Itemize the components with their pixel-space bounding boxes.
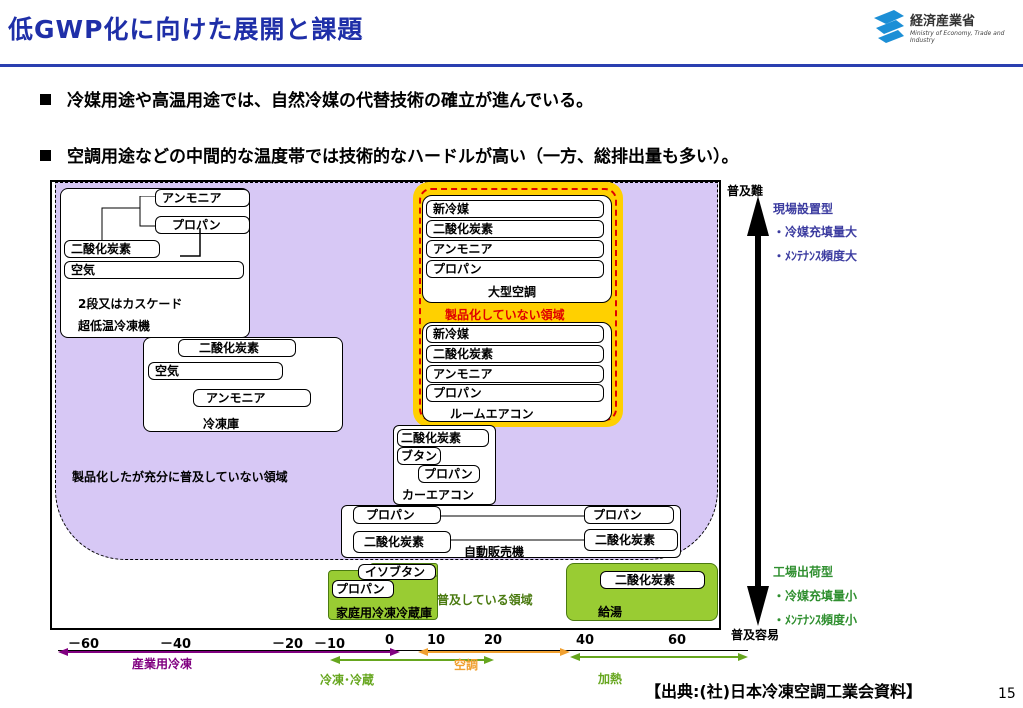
- ac-range-label: 空調: [454, 658, 479, 672]
- heating-range-arrow: [570, 653, 748, 661]
- logo-text: 経済産業省: [910, 14, 976, 29]
- vending-left-co2: 二酸化炭素: [353, 531, 451, 553]
- room-ac-propane: プロパン: [426, 384, 604, 402]
- cold-storage-ammonia: アンモニア: [193, 389, 311, 407]
- room-ac-co2: 二酸化炭素: [426, 345, 604, 363]
- large-ac-ammonia: アンモニア: [426, 240, 604, 258]
- vending-connectors: [440, 515, 585, 541]
- cold-range-arrow: [330, 656, 494, 664]
- cascade-label: 2段又はカスケード: [78, 297, 183, 311]
- range-arrows: [58, 648, 748, 664]
- easy-to-spread-label: 普及容易: [731, 628, 780, 642]
- tick-minus-20: －20: [272, 637, 304, 652]
- factory-type-label: 工場出荷型: [773, 565, 834, 579]
- hot-water-label: 給湯: [598, 605, 623, 619]
- household-isobutane: イソブタン: [358, 564, 436, 580]
- page-title: 低GWP化に向けた展開と課題: [8, 15, 364, 44]
- title-underline: [0, 64, 1023, 67]
- onsite-type-label: 現場設置型: [773, 202, 834, 216]
- room-ac-ammonia: アンモニア: [426, 365, 604, 383]
- ac-range-arrow: [418, 648, 570, 656]
- tick-minus-60: －60: [68, 637, 100, 652]
- industrial-range-arrow: [58, 648, 400, 656]
- hot-water-co2: 二酸化炭素: [600, 571, 705, 589]
- heating-range-label: 加熱: [598, 672, 623, 686]
- not-commercialized-label: 製品化していない領域: [445, 308, 565, 322]
- room-ac-new-refrigerant: 新冷媒: [426, 325, 604, 343]
- large-ac-co2: 二酸化炭素: [426, 220, 604, 238]
- cold-range-label: 冷凍･冷蔵: [320, 673, 375, 687]
- tick-20: 20: [484, 633, 503, 648]
- large-ac-propane: プロパン: [426, 260, 604, 278]
- page-number: 15: [998, 686, 1016, 702]
- factory-point-2: ・ﾒﾝﾃﾅﾝｽ頻度小: [773, 613, 858, 627]
- tick-40: 40: [576, 633, 595, 648]
- cold-storage-co2: 二酸化炭素: [178, 339, 296, 357]
- car-ac-propane: プロパン: [418, 465, 480, 483]
- tick-10: 10: [427, 633, 446, 648]
- large-ac-new-refrigerant: 新冷媒: [426, 200, 604, 218]
- vending-right-co2: 二酸化炭素: [584, 529, 678, 551]
- ultra-low-freezer-label: 超低温冷凍機: [78, 319, 151, 333]
- household-label: 家庭用冷凍冷蔵庫: [336, 606, 433, 620]
- room-ac-label: ルームエアコン: [450, 407, 534, 421]
- car-ac-co2: 二酸化炭素: [397, 429, 489, 447]
- onsite-point-2: ・ﾒﾝﾃﾅﾝｽ頻度大: [773, 249, 858, 263]
- logo-subtitle: Ministry of Economy, Trade and Industry: [910, 30, 1005, 44]
- hard-to-spread-label: 普及難: [727, 184, 764, 198]
- difficulty-arrow: [747, 196, 769, 626]
- widespread-label: 普及している領域: [437, 593, 533, 607]
- vending-left-propane: プロパン: [353, 506, 441, 524]
- source-citation: 【出典:(社)日本冷凍空調工業会資料】: [645, 682, 923, 701]
- meti-logo-icon: [874, 10, 904, 43]
- tick-minus-10: －10: [314, 637, 346, 652]
- not-widespread-label: 製品化したが充分に普及していない領域: [72, 470, 288, 484]
- car-ac-butane: ブタン: [397, 447, 441, 465]
- tick-60: 60: [668, 633, 687, 648]
- onsite-point-1: ・冷媒充填量大: [773, 225, 858, 239]
- factory-point-1: ・冷媒充填量小: [773, 589, 858, 603]
- tick-0: 0: [385, 633, 395, 648]
- car-ac-label: カーエアコン: [402, 488, 475, 502]
- vending-right-propane: プロパン: [584, 506, 674, 524]
- refrigerant-propane: プロパン: [155, 216, 250, 234]
- refrigerant-air: 空気: [64, 261, 244, 279]
- tick-minus-40: －40: [160, 637, 192, 652]
- cold-storage-air: 空気: [148, 362, 283, 380]
- temperature-axis: [58, 650, 748, 651]
- bullet-1: 冷媒用途や高温用途では、自然冷媒の代替技術の確立が進んでいる。: [40, 86, 593, 111]
- cascade-connectors: [101, 196, 201, 257]
- vending-label: 自動販売機: [464, 545, 525, 559]
- household-propane: プロパン: [332, 580, 394, 598]
- cold-storage-label: 冷凍庫: [203, 417, 240, 431]
- large-ac-label: 大型空調: [488, 285, 537, 299]
- industrial-range-label: 産業用冷凍: [132, 657, 193, 671]
- refrigerant-co2: 二酸化炭素: [64, 240, 160, 258]
- refrigerant-ammonia: アンモニア: [155, 189, 250, 207]
- bullet-2: 空調用途などの中間的な温度帯では技術的なハードルが高い（一方、総排出量も多い）。: [40, 142, 739, 167]
